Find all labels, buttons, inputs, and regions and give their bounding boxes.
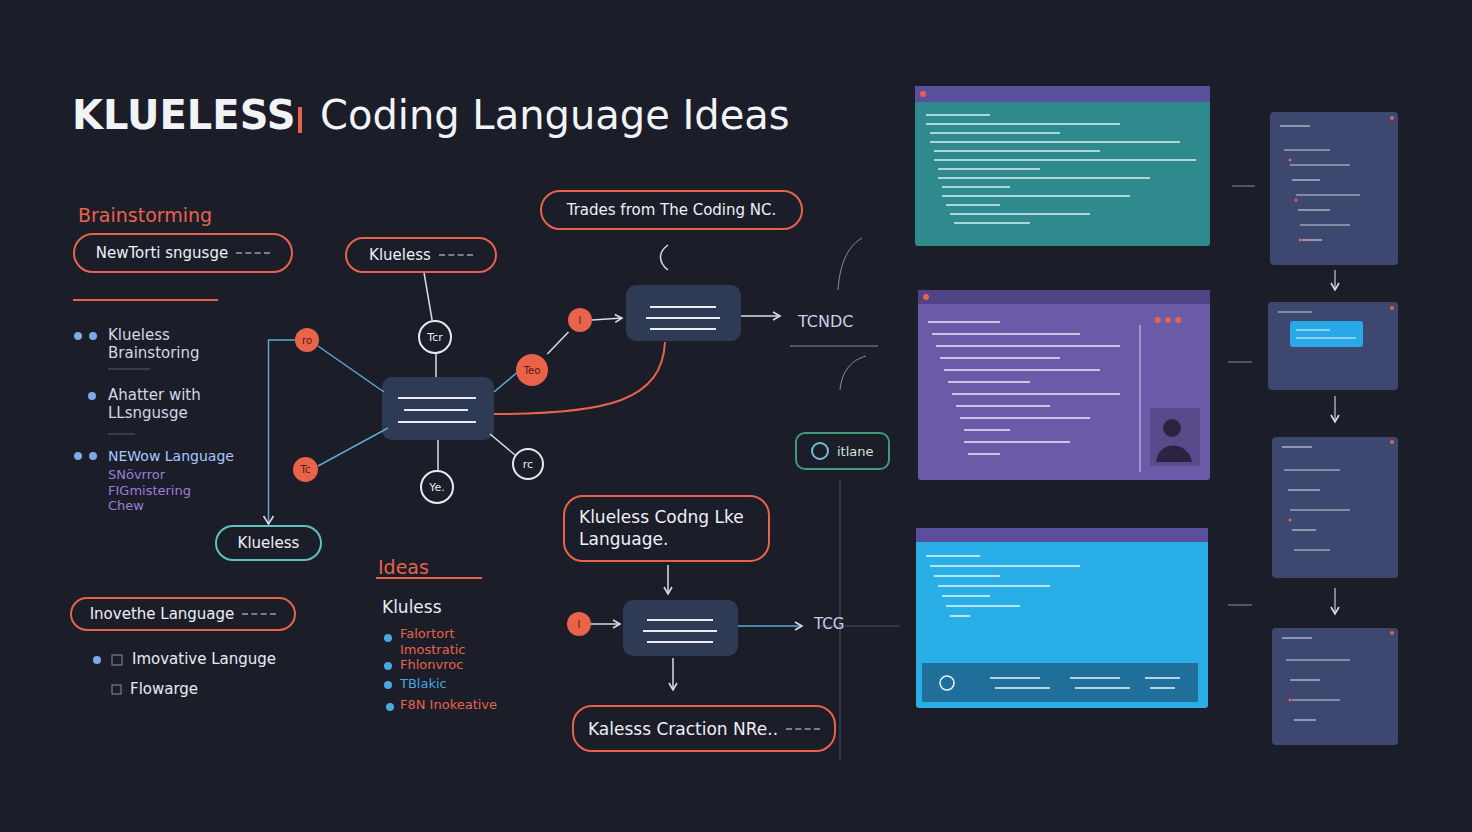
node-text: rc <box>523 458 533 471</box>
node-text: Kalesss Craction NRe.. <box>588 719 778 739</box>
node-text: Klueless <box>369 246 431 264</box>
text-label: Ahatter with LLsngusge <box>108 386 228 422</box>
dash-decoration <box>439 254 473 256</box>
rounded-pill: Klueless <box>215 525 322 561</box>
tag-pill: itlane <box>795 432 890 470</box>
node-text: itlane <box>837 444 874 459</box>
node-text: Inovethe Language <box>90 605 235 623</box>
text-label: TCG <box>814 615 844 633</box>
node-text: Trades from The Coding NC. <box>567 201 777 219</box>
connector <box>424 273 432 320</box>
circle-node: Ye. <box>420 470 454 504</box>
text-label: Brainstorming <box>78 204 212 226</box>
node-text: NewTorti sngusge <box>96 244 228 262</box>
dash-decoration <box>242 613 276 615</box>
text-label: F8N Inokeative <box>400 697 497 712</box>
rounded-pill: Klueless Codng Lke Language. <box>563 495 770 562</box>
node-text: ro <box>302 335 312 346</box>
node-text: Klueless Codng Lke Language. <box>579 507 754 550</box>
node-text: I <box>578 619 581 630</box>
circle-node: rc <box>512 448 544 480</box>
rounded-pill: NewTorti sngusge <box>73 233 293 273</box>
text-label: Imovative Languge <box>132 650 276 668</box>
text-label: TCNDC <box>798 312 853 331</box>
rounded-pill: Kalesss Craction NRe.. <box>572 705 836 752</box>
text-label: TBlakic <box>400 676 447 691</box>
dash-decoration <box>786 728 820 730</box>
node-icon <box>811 442 829 460</box>
node-text: Tcr <box>427 331 442 344</box>
connector <box>269 340 296 524</box>
text-label: SNövrror FIGmistering Chew <box>108 467 218 514</box>
callout-dot: Teo <box>516 354 548 386</box>
node-text: I <box>579 315 582 326</box>
rounded-pill: Inovethe Language <box>70 597 296 631</box>
circle-node: Tcr <box>418 320 452 354</box>
node-text: Klueless <box>238 534 300 552</box>
text-label: Klueless Brainstoring <box>108 326 223 362</box>
dash-decoration <box>236 252 270 254</box>
text-label: Coding Language Ideas <box>320 92 790 138</box>
callout-dot: Tc <box>293 457 318 482</box>
text-label: Kluless <box>382 597 442 617</box>
connector <box>547 332 568 354</box>
text-label: Falortort Imostratic <box>400 626 520 657</box>
diagram-title: KLUELESS <box>72 92 296 138</box>
rounded-pill: Klueless <box>345 237 497 273</box>
rounded-pill: Trades from The Coding NC. <box>540 190 803 230</box>
callout-dot: ro <box>295 328 319 352</box>
node-text: Tc <box>301 464 311 475</box>
callout-dot: I <box>567 612 591 636</box>
node-text: Ye. <box>429 481 445 494</box>
text-label: Ideas <box>378 556 429 578</box>
text-label: Fhlonvroc <box>400 657 463 672</box>
node-text: Teo <box>524 365 541 376</box>
callout-dot: I <box>568 308 592 332</box>
text-label: Flowarge <box>130 680 198 698</box>
text-label: NEWow Language <box>108 448 234 464</box>
